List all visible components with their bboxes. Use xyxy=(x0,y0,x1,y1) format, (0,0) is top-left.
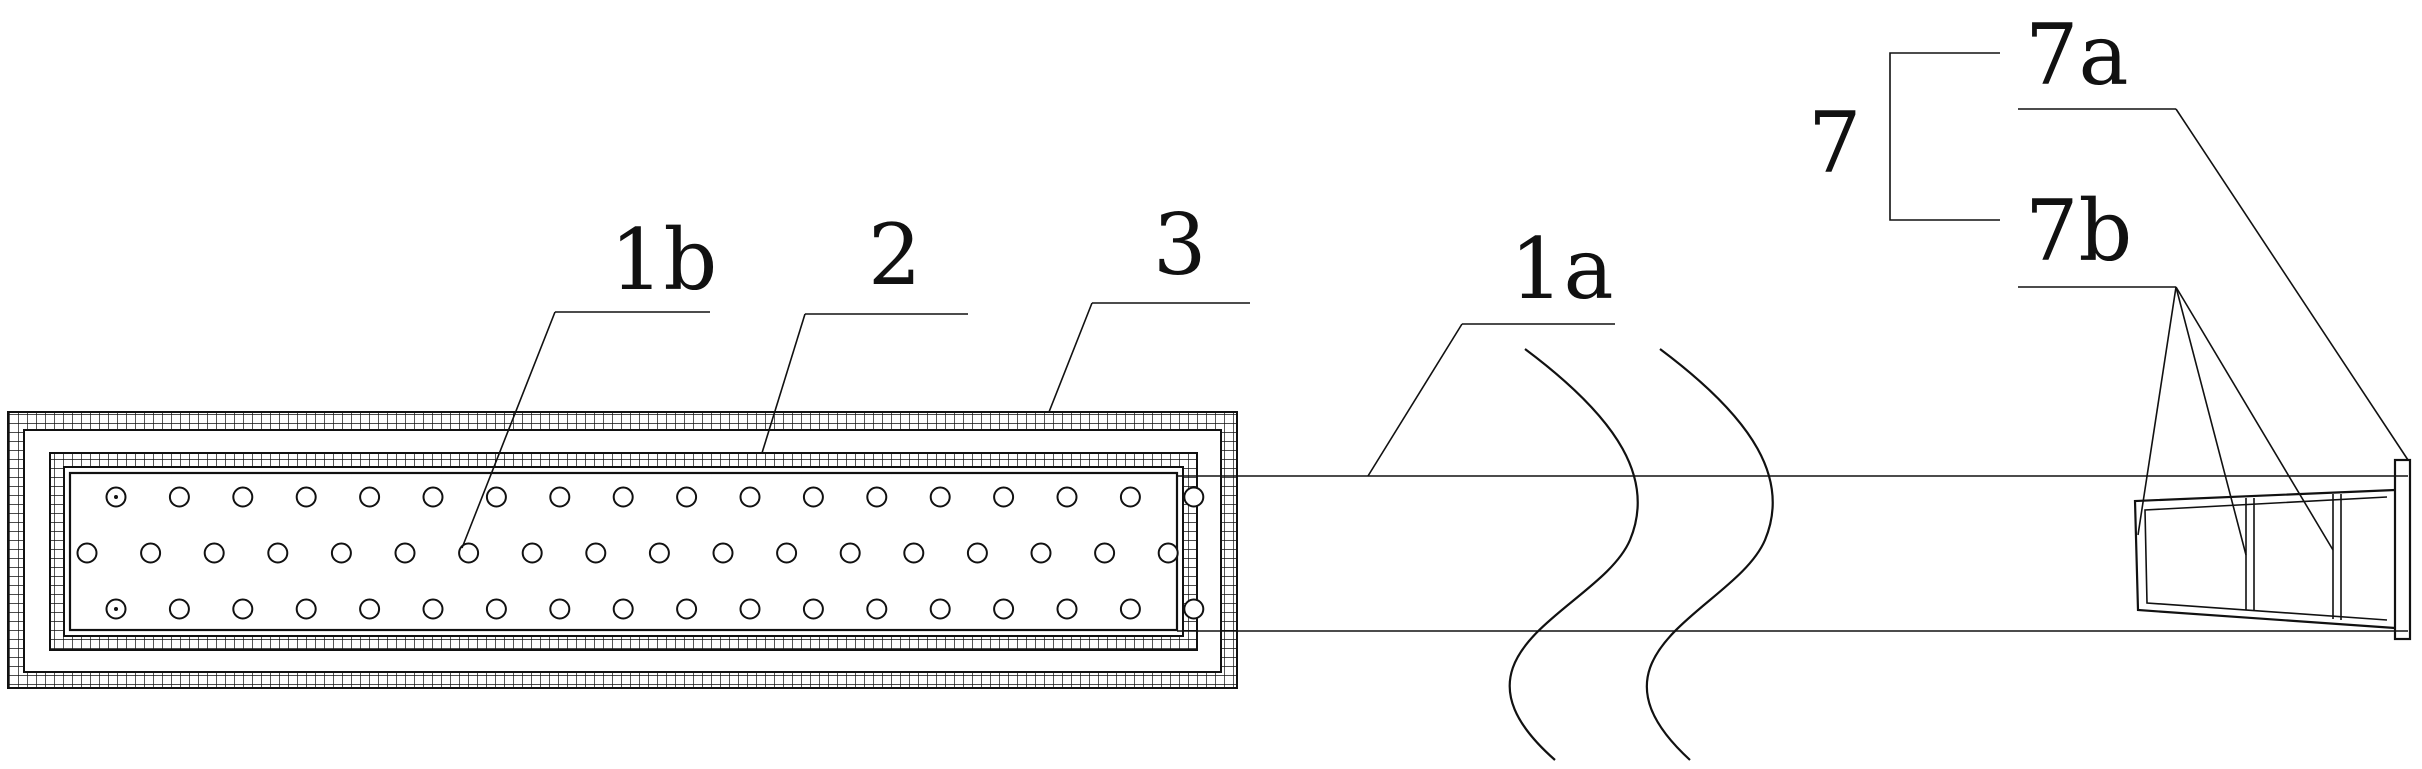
hole-r3-17 xyxy=(1119,598,1141,620)
hole-r2-1 xyxy=(76,542,98,564)
leader-3 xyxy=(1048,302,1093,413)
hole-r3-4 xyxy=(295,598,317,620)
hole-r2-15 xyxy=(966,542,988,564)
bracket-7 xyxy=(1889,52,2000,221)
hole-r3-7 xyxy=(485,598,507,620)
hole-r1-14 xyxy=(929,486,951,508)
hole-r2-13 xyxy=(839,542,861,564)
break-mark-left xyxy=(1508,348,1639,761)
leader-7a xyxy=(2175,108,2409,461)
hole-r2-10 xyxy=(648,542,670,564)
hole-r3-16 xyxy=(1056,598,1078,620)
hole-r3-18 xyxy=(1183,598,1205,620)
leader-7b-b xyxy=(2175,286,2247,556)
hole-r1-5 xyxy=(359,486,381,508)
hole-r1-2 xyxy=(168,486,190,508)
hole-r1-3 xyxy=(232,486,254,508)
hole-r3-13 xyxy=(866,598,888,620)
hole-r1-17 xyxy=(1119,486,1141,508)
label-7: 7 xyxy=(1808,94,1861,192)
hole-r2-16 xyxy=(1030,542,1052,564)
label-2: 2 xyxy=(868,206,921,304)
hole-r2-18 xyxy=(1157,542,1179,564)
layer-2 xyxy=(49,452,1198,651)
hole-r1-11 xyxy=(739,486,761,508)
hole-r3-3 xyxy=(232,598,254,620)
hole-r1-18 xyxy=(1183,486,1205,508)
hole-r3-9 xyxy=(612,598,634,620)
hole-r3-11 xyxy=(739,598,761,620)
leader-1a xyxy=(1367,323,1463,477)
break-mark-right xyxy=(1645,348,1774,761)
hole-r2-14 xyxy=(903,542,925,564)
end-flange xyxy=(2393,458,2412,641)
hole-r1-16 xyxy=(1056,486,1078,508)
hole-r2-11 xyxy=(712,542,734,564)
hole-r3-15 xyxy=(993,598,1015,620)
hole-r1-15 xyxy=(993,486,1015,508)
label-7a: 7a xyxy=(2025,6,2129,104)
label-3: 3 xyxy=(1153,196,1206,294)
label-1b: 1b xyxy=(610,211,717,309)
hole-r3-2 xyxy=(168,598,190,620)
hole-r3-14 xyxy=(929,598,951,620)
hole-r1-10 xyxy=(676,486,698,508)
hole-r1-8 xyxy=(549,486,571,508)
hole-r3-8 xyxy=(549,598,571,620)
hole-r2-2 xyxy=(140,542,162,564)
hole-r1-7 xyxy=(485,486,507,508)
leader-7b-c xyxy=(2175,286,2334,551)
insulation-layer-3 xyxy=(7,411,1238,689)
hole-r2-17 xyxy=(1094,542,1116,564)
hole-center-dot xyxy=(114,495,118,499)
hole-r2-4 xyxy=(267,542,289,564)
hole-r1-12 xyxy=(802,486,824,508)
hole-r2-7 xyxy=(458,542,480,564)
nozzle-outer xyxy=(2133,488,2396,630)
label-1a: 1a xyxy=(1510,220,1614,318)
hole-r2-5 xyxy=(330,542,352,564)
hole-r3-12 xyxy=(802,598,824,620)
hole-r3-10 xyxy=(676,598,698,620)
leader-7b-a xyxy=(2137,286,2177,536)
hole-array xyxy=(76,486,1205,620)
hole-r2-8 xyxy=(521,542,543,564)
hole-r1-6 xyxy=(422,486,444,508)
hole-center-dot xyxy=(114,607,118,611)
label-7b: 7b xyxy=(2025,182,2132,280)
hole-r1-13 xyxy=(866,486,888,508)
hole-r1-4 xyxy=(295,486,317,508)
leader-1b xyxy=(461,311,556,549)
hole-r2-6 xyxy=(394,542,416,564)
hole-r2-12 xyxy=(776,542,798,564)
leader-2 xyxy=(761,313,806,454)
hole-r3-6 xyxy=(422,598,444,620)
hole-r1-9 xyxy=(612,486,634,508)
nozzle-inner xyxy=(2144,496,2388,621)
hole-r2-3 xyxy=(203,542,225,564)
hole-r3-5 xyxy=(359,598,381,620)
hole-r2-9 xyxy=(585,542,607,564)
